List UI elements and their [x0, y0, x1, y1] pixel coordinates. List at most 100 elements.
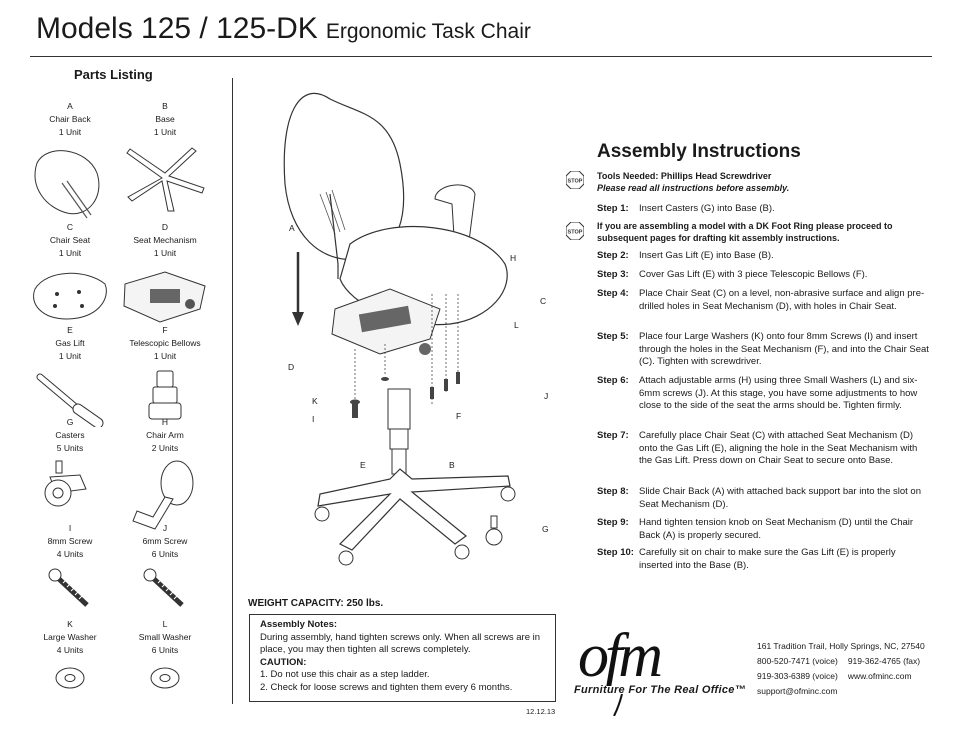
parts-heading: Parts Listing: [74, 67, 153, 82]
callout-b: B: [449, 460, 455, 470]
seat-mechanism-icon: [117, 264, 213, 326]
contact-info: 161 Tradition Trail, Holly Springs, NC, …: [757, 639, 925, 699]
step-6: Step 6:Attach adjustable arms (H) using …: [597, 375, 918, 411]
part-letter: A: [67, 101, 73, 111]
caster-icon: [22, 459, 118, 511]
callout-j: J: [544, 391, 549, 401]
phone-voice-2: 919-303-6389 (voice): [757, 671, 838, 681]
part-name: 8mm Screw: [47, 536, 93, 546]
part-item: A Chair Back 1 Unit: [22, 100, 118, 223]
step-10: Step 10:Carefully sit on chair to make s…: [597, 547, 896, 571]
part-letter: F: [162, 325, 168, 335]
ofm-logo: ofm: [578, 630, 665, 686]
fax: 919-362-4765 (fax): [847, 656, 921, 666]
step-2: Step 2:Insert Gas Lift (E) into Base (B)…: [597, 250, 774, 261]
callout-i: I: [312, 414, 315, 424]
part-qty: 2 Units: [151, 443, 179, 453]
part-qty: 4 Units: [56, 549, 84, 559]
part-letter: D: [161, 222, 169, 232]
callout-c: C: [540, 296, 547, 306]
page-subtitle: Ergonomic Task Chair: [325, 20, 531, 43]
caution-item: 2. Check for loose screws and tighten th…: [260, 681, 513, 693]
part-letter: L: [162, 619, 168, 629]
part-name: Gas Lift: [55, 338, 85, 348]
screw-icon: [117, 565, 213, 611]
part-item: D Seat Mechanism 1 Unit: [117, 221, 213, 326]
step-4: Step 4:Place Chair Seat (C) on a level, …: [597, 288, 925, 312]
part-letter: I: [68, 523, 72, 533]
callout-f: F: [456, 411, 462, 421]
part-qty: 6 Units: [151, 645, 179, 655]
stop-sign-icon: STOP: [566, 222, 584, 240]
part-qty: 1 Unit: [58, 127, 82, 137]
part-qty: 1 Unit: [58, 248, 82, 258]
assembly-title: Assembly Instructions: [597, 141, 801, 162]
caution-heading: CAUTION:: [260, 656, 307, 668]
header-divider: [30, 56, 932, 57]
part-letter: B: [162, 101, 168, 111]
part-letter: K: [67, 619, 73, 629]
part-item: F Telescopic Bellows 1 Unit: [117, 324, 213, 423]
loose-caster-drawing: [485, 515, 503, 546]
part-letter: E: [67, 325, 73, 335]
gas-lift-icon: [22, 367, 118, 427]
washer-icon: [22, 661, 118, 695]
callout-d: D: [288, 362, 295, 372]
part-qty: 1 Unit: [153, 351, 177, 361]
part-qty: 5 Units: [56, 443, 84, 453]
part-name: Telescopic Bellows: [129, 338, 201, 348]
part-qty: 1 Unit: [153, 127, 177, 137]
part-item: G Casters 5 Units: [22, 416, 118, 511]
part-name: Seat Mechanism: [133, 235, 197, 245]
part-letter: G: [66, 417, 74, 427]
part-name: Base: [155, 114, 175, 124]
part-qty: 1 Unit: [153, 248, 177, 258]
bellows-icon: [117, 367, 213, 423]
tools-note: Tools Needed: Phillips Head Screwdriver …: [597, 171, 790, 193]
step-8: Step 8:Slide Chair Back (A) with attache…: [597, 486, 921, 510]
logo-swash: [613, 694, 623, 716]
part-item: E Gas Lift 1 Unit: [22, 324, 118, 427]
dk-foot-ring-note: If you are assembling a model with a DK …: [597, 221, 893, 243]
part-name: Chair Arm: [146, 430, 184, 440]
svg-text:ofm: ofm: [578, 630, 661, 686]
weight-capacity: WEIGHT CAPACITY: 250 lbs.: [248, 598, 384, 609]
step-9: Step 9:Hand tighten tension knob on Seat…: [597, 517, 914, 541]
assembly-notes-box: Assembly Notes: During assembly, hand ti…: [249, 614, 556, 702]
screw-icon: [22, 565, 118, 611]
part-letter: H: [161, 417, 169, 427]
part-name: Chair Back: [49, 114, 91, 124]
revision-date: 12.12.13: [526, 707, 556, 716]
phone-voice: 800-520-7471 (voice): [757, 656, 838, 666]
part-name: 6mm Screw: [142, 536, 188, 546]
notes-text: During assembly, hand tighten screws onl…: [260, 631, 541, 656]
callout-e: E: [360, 460, 366, 470]
part-item: I 8mm Screw 4 Units: [22, 522, 118, 611]
callout-a: A: [289, 223, 295, 233]
callout-g: G: [542, 524, 549, 534]
svg-text:STOP: STOP: [568, 230, 583, 236]
part-item: H Chair Arm 2 Units: [117, 416, 213, 539]
callout-k: K: [312, 396, 318, 406]
base-drawing: [317, 468, 511, 551]
website-link[interactable]: www.ofminc.com: [847, 671, 912, 681]
column-divider: [232, 78, 233, 704]
chair-arm-icon: [117, 459, 213, 539]
part-name: Casters: [55, 430, 85, 440]
address: 161 Tradition Trail, Holly Springs, NC, …: [757, 641, 925, 651]
step-5: Step 5:Place four Large Washers (K) onto…: [597, 331, 929, 367]
part-name: Large Washer: [43, 632, 97, 642]
part-letter: C: [66, 222, 74, 232]
tagline: Furniture For The Real Office™: [574, 684, 746, 696]
svg-text:STOP: STOP: [568, 179, 583, 185]
email-link[interactable]: support@ofminc.com: [757, 686, 838, 696]
caution-item: 1. Do not use this chair as a step ladde…: [260, 669, 430, 680]
base-icon: [117, 143, 213, 213]
washer-icon: [117, 661, 213, 695]
part-qty: 1 Unit: [58, 351, 82, 361]
step-7: Step 7:Carefully place Chair Seat (C) wi…: [597, 430, 918, 466]
bellows-drawing: [387, 388, 411, 430]
part-item: B Base 1 Unit: [117, 100, 213, 213]
